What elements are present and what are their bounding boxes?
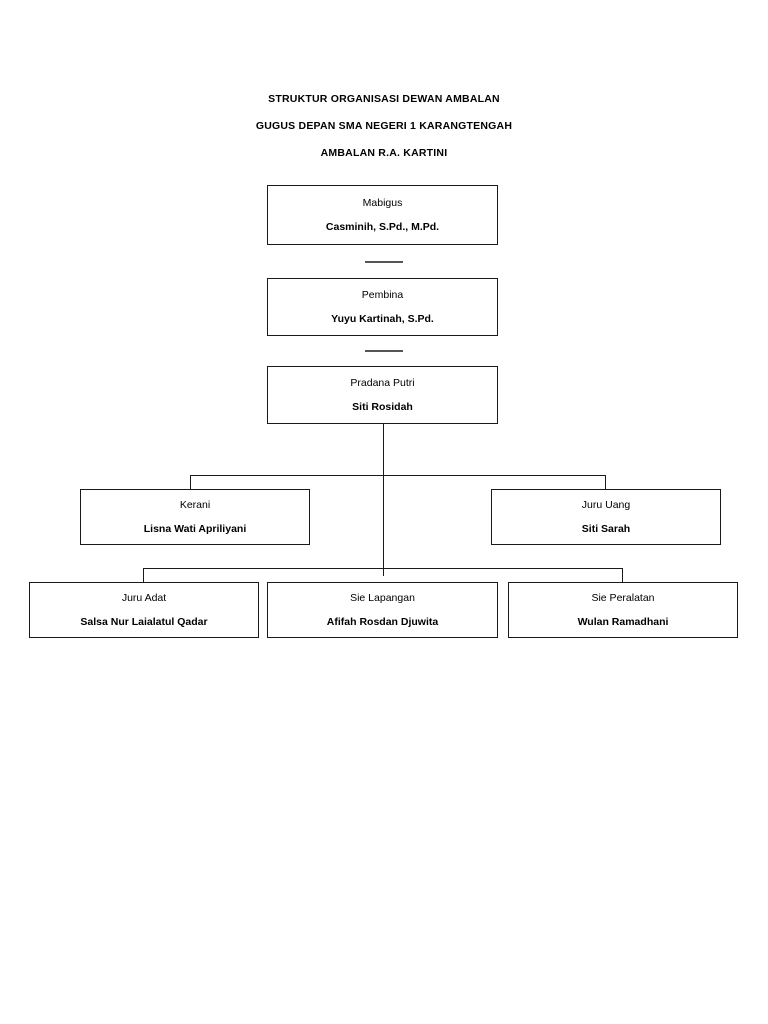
node-pradana-putri[interactable]: Pradana Putri Siti Rosidah <box>267 366 498 424</box>
node-sie-lapangan[interactable]: Sie Lapangan Afifah Rosdan Djuwita <box>267 582 498 638</box>
title-line-1: STRUKTUR ORGANISASI DEWAN AMBALAN <box>268 93 500 105</box>
node-juru-uang-role: Juru Uang <box>581 499 631 511</box>
node-mabigus[interactable]: Mabigus Casminih, S.Pd., M.Pd. <box>267 185 498 245</box>
node-kerani[interactable]: Kerani Lisna Wati Apriliyani <box>80 489 310 545</box>
connector-row5-bar <box>143 568 623 570</box>
connector-row5-right-drop <box>621 568 623 584</box>
connector-row4-left-drop <box>190 475 192 491</box>
node-sie-lapangan-role: Sie Lapangan <box>350 592 415 604</box>
node-mabigus-name: Casminih, S.Pd., M.Pd. <box>325 221 440 233</box>
node-kerani-role: Kerani <box>179 499 211 511</box>
node-sie-peralatan[interactable]: Sie Peralatan Wulan Ramadhani <box>508 582 738 638</box>
node-juru-adat-name: Salsa Nur Laialatul Qadar <box>80 616 208 628</box>
node-kerani-name: Lisna Wati Apriliyani <box>143 523 247 535</box>
connector-row4-bar <box>190 475 606 477</box>
node-sie-peralatan-name: Wulan Ramadhani <box>577 616 669 628</box>
node-pradana-putri-role: Pradana Putri <box>350 377 415 389</box>
title-line-2: GUGUS DEPAN SMA NEGERI 1 KARANGTENGAH <box>255 120 513 132</box>
connector-row5-left-drop <box>143 568 145 584</box>
node-sie-peralatan-role: Sie Peralatan <box>591 592 655 604</box>
title-line-3: AMBALAN R.A. KARTINI <box>320 147 448 159</box>
node-juru-adat-role: Juru Adat <box>121 592 167 604</box>
node-pembina-name: Yuyu Kartinah, S.Pd. <box>331 313 434 325</box>
connector-row4-right-drop <box>604 475 606 491</box>
node-sie-lapangan-name: Afifah Rosdan Djuwita <box>326 616 439 628</box>
connector-mabigus-pembina <box>365 261 403 263</box>
node-pembina[interactable]: Pembina Yuyu Kartinah, S.Pd. <box>267 278 498 336</box>
node-mabigus-role: Mabigus <box>362 197 403 209</box>
node-pradana-putri-name: Siti Rosidah <box>352 401 413 413</box>
connector-pembina-pradana <box>365 350 403 352</box>
node-juru-adat[interactable]: Juru Adat Salsa Nur Laialatul Qadar <box>29 582 259 638</box>
node-juru-uang[interactable]: Juru Uang Siti Sarah <box>491 489 721 545</box>
connector-pradana-trunk <box>382 424 384 576</box>
chart-title-block: STRUKTUR ORGANISASI DEWAN AMBALAN GUGUS … <box>0 86 768 167</box>
node-pembina-role: Pembina <box>361 289 404 301</box>
node-juru-uang-name: Siti Sarah <box>581 523 631 535</box>
